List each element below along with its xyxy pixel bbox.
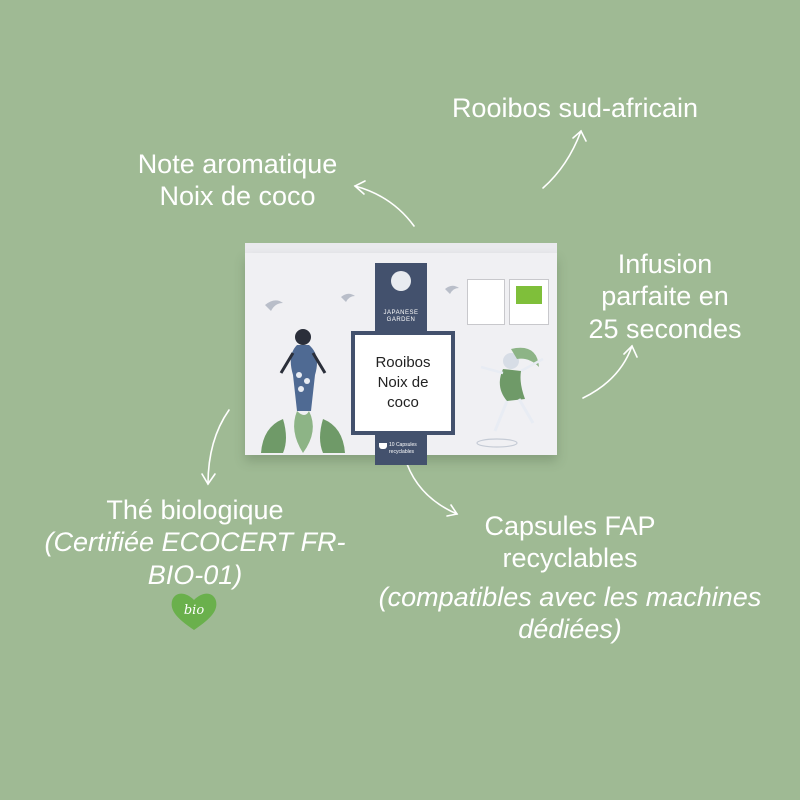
annotation-infusion-line2: parfaite en	[601, 281, 729, 312]
annotation-aromatic-note-line2: Noix de coco	[159, 181, 316, 212]
curved-arrow-icon-note	[353, 180, 415, 227]
annotation-capsules-line1: Capsules FAP	[484, 511, 656, 541]
product-box: JAPANESE GARDEN Rooibos Noix de coco 10 …	[245, 243, 557, 465]
annotation-infusion-line3: 25 secondes	[588, 313, 742, 344]
curved-arrow-icon-organic	[201, 409, 230, 486]
eu-organic-badge	[509, 279, 549, 325]
capsules-band: 10 Capsules recyclables	[375, 435, 427, 465]
cup-icon	[379, 443, 387, 449]
annotation-capsules-note-line2: dédiées)	[518, 614, 622, 645]
annotation-organic-title: Thé biologique	[106, 495, 284, 525]
annotation-capsules: Capsules FAP recyclables (compatibles av…	[355, 510, 785, 646]
brand-name-line2: GARDEN	[386, 316, 416, 323]
bio-heart-icon: bio	[171, 593, 217, 630]
woman-illustration-right	[476, 347, 544, 448]
curved-arrow-icon-capsules	[406, 463, 459, 517]
capsules-band-line1: 10 Capsules	[389, 442, 417, 448]
annotation-organic-cert-line2: BIO-01)	[147, 559, 243, 590]
annotation-capsules-line2: recyclables	[502, 543, 638, 574]
organic-tea-badge	[467, 279, 505, 325]
product-label: Rooibos Noix de coco	[355, 335, 451, 431]
brand-logo-icon	[391, 271, 411, 291]
annotation-rooibos: Rooibos sud-africain	[451, 93, 699, 123]
annotation-infusion: Infusion parfaite en 25 secondes	[560, 248, 770, 345]
capsules-band-line2: recyclables	[389, 448, 415, 455]
annotation-aromatic-note: Note aromatique Noix de coco	[110, 148, 365, 213]
curved-arrow-icon-rooibos	[542, 129, 587, 189]
annotation-aromatic-note-line1: Note aromatique	[137, 149, 338, 179]
eu-organic-leaf-icon	[516, 286, 542, 304]
annotation-organic-cert-line1: (Certifiée ECOCERT FR-	[44, 527, 346, 558]
product-label-line2: Noix de	[377, 373, 429, 391]
brand-name: JAPANESE GARDEN	[375, 310, 427, 323]
bio-logo-text: bio	[184, 603, 204, 618]
product-label-frame: Rooibos Noix de coco	[351, 331, 455, 435]
brand-name-line1: JAPANESE	[383, 310, 419, 316]
woman-illustration-left	[261, 329, 345, 453]
bird-icons	[265, 285, 459, 311]
product-label-line1: Rooibos	[375, 353, 431, 371]
annotation-infusion-line1: Infusion	[617, 249, 713, 279]
annotation-organic-tea: Thé biologique (Certifiée ECOCERT FR- BI…	[20, 494, 370, 591]
product-label-line3: coco	[387, 394, 419, 412]
curved-arrow-icon-infusion	[582, 344, 638, 399]
box-front: JAPANESE GARDEN Rooibos Noix de coco 10 …	[245, 253, 557, 465]
annotation-capsules-note-line1: (compatibles avec les machines	[378, 581, 762, 612]
